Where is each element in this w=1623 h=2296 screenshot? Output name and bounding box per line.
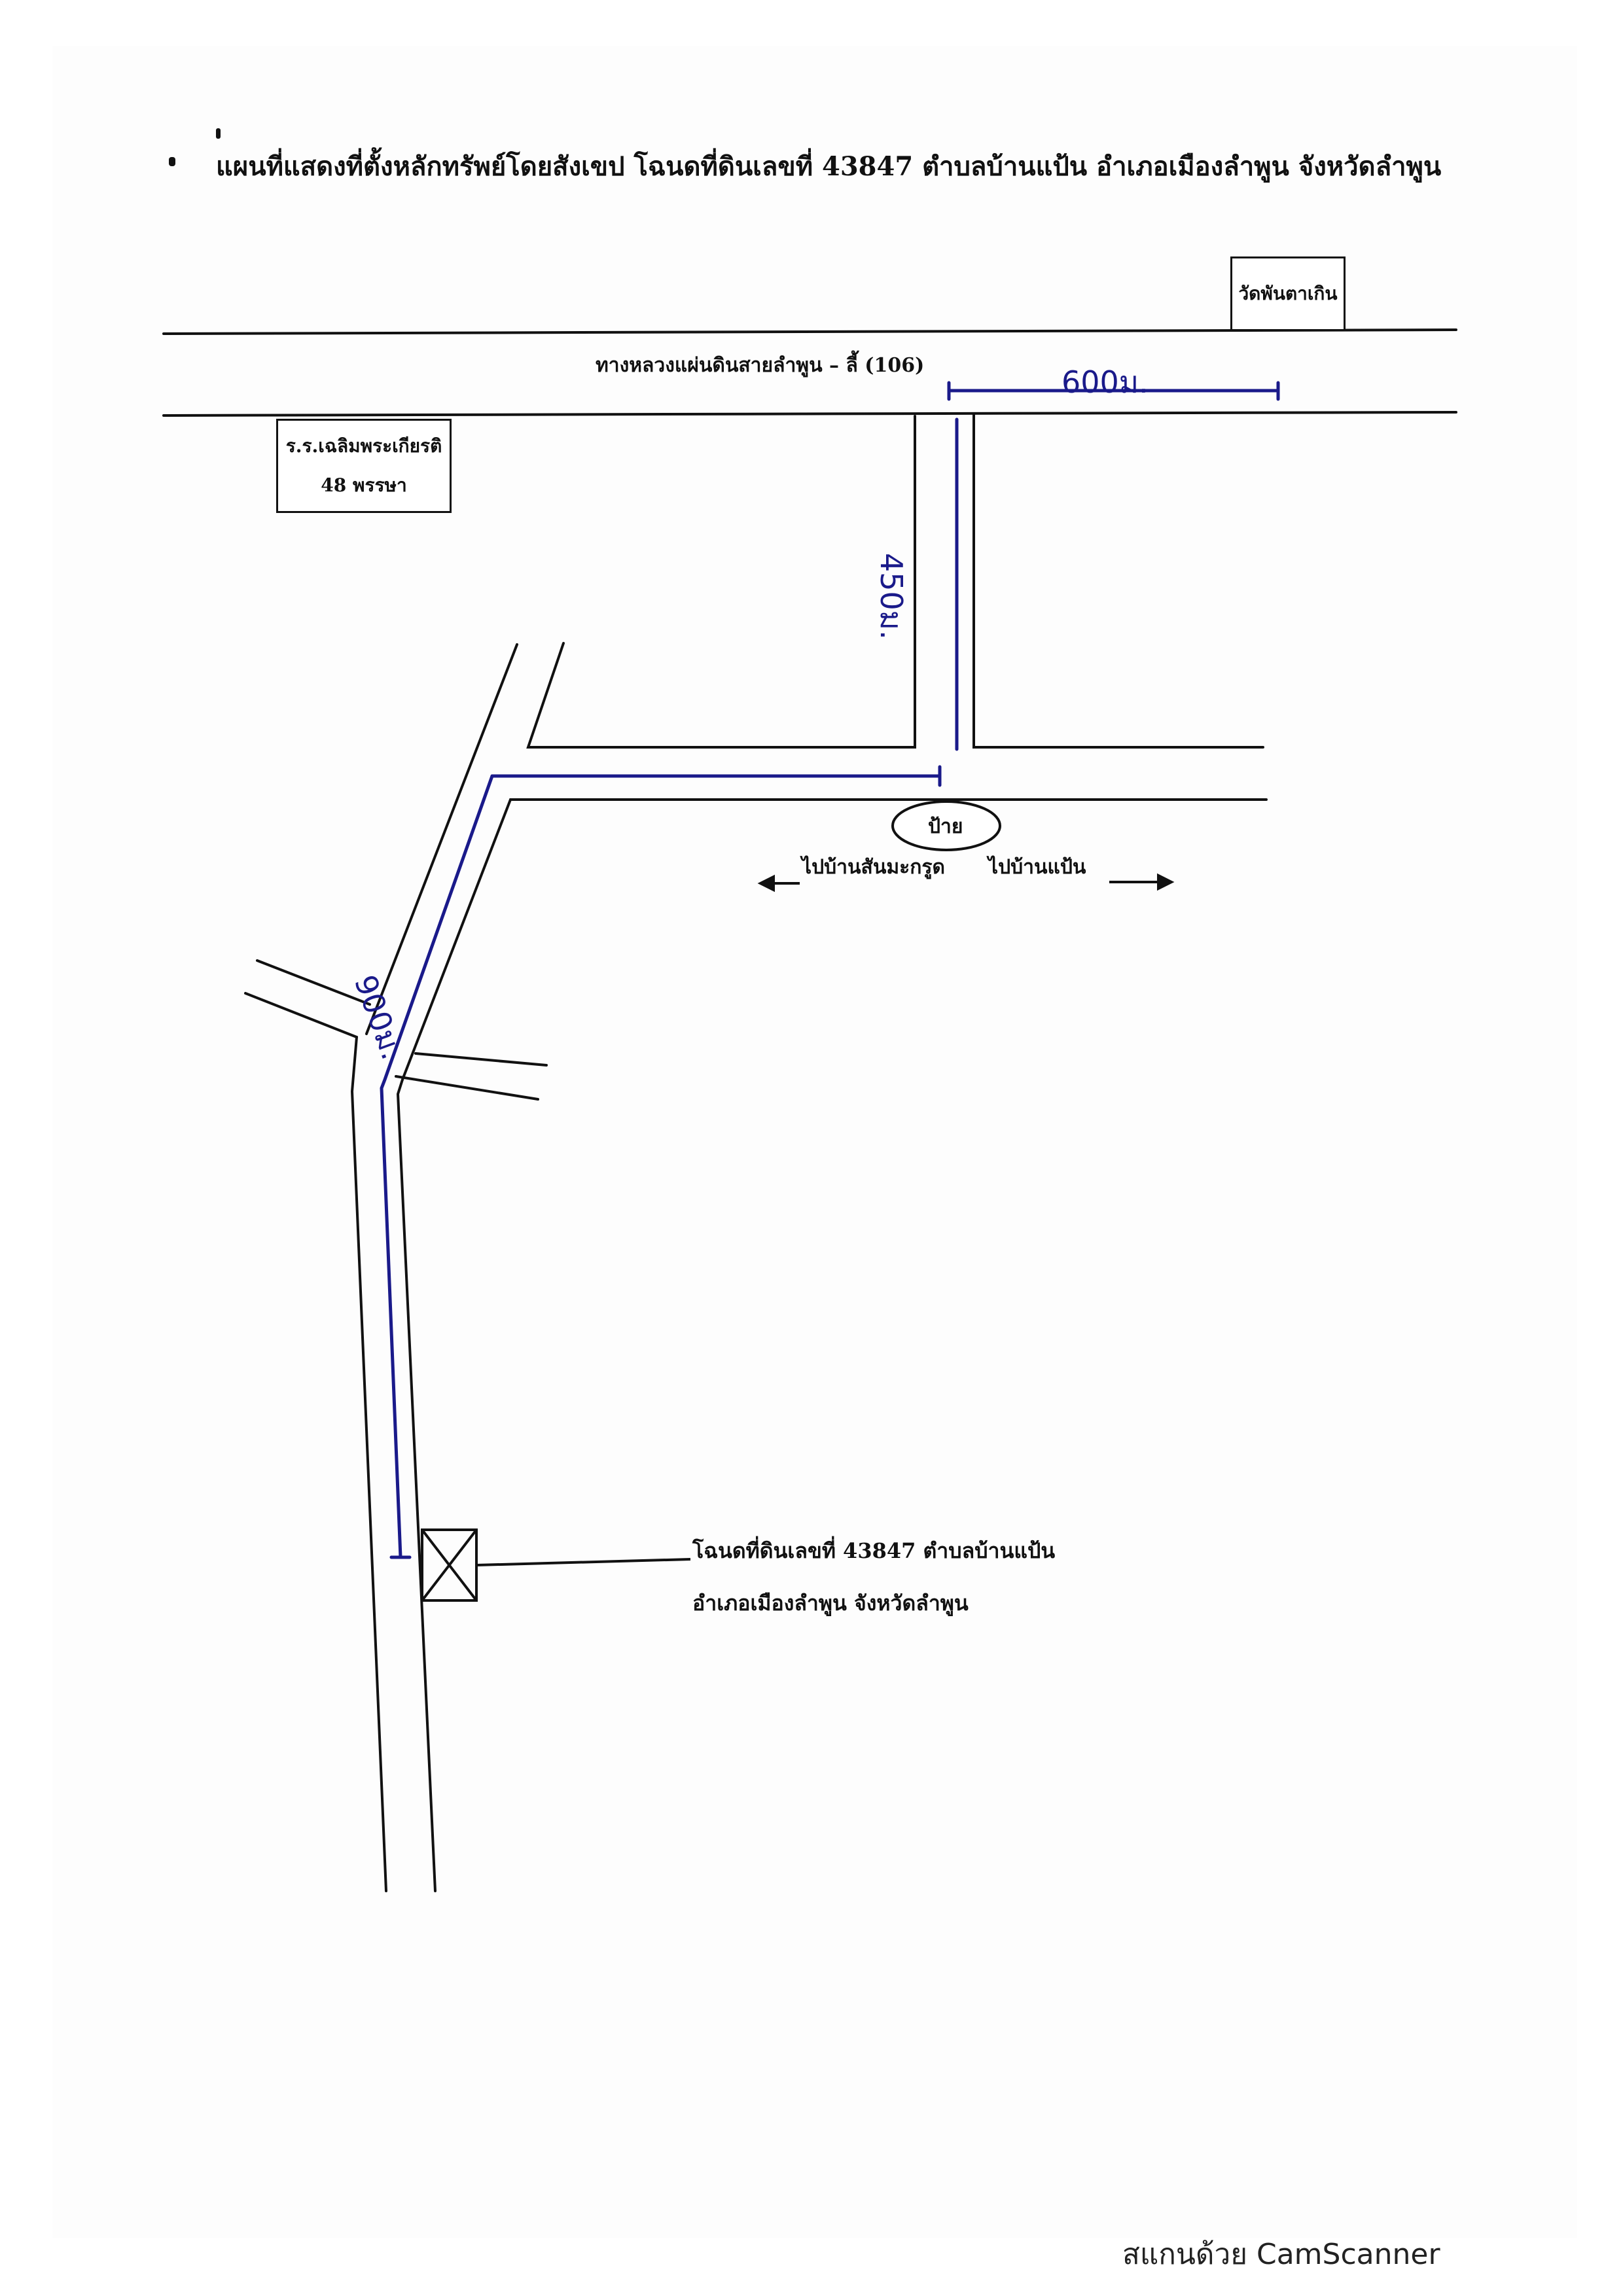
school-name-line2: 48 พรรษา [321, 474, 407, 496]
distance-450m: 450ม. [874, 553, 909, 640]
crossing-road-ne-edge-2 [395, 1075, 539, 1101]
arrow-right-icon [1157, 873, 1175, 891]
block-edge-east [972, 412, 1264, 749]
direction-right-label: ไปบ้านแป้น [988, 856, 1086, 879]
south-road-west-edge [350, 1036, 387, 1892]
map-title: แผนที่แสดงที่ตั้งหลักทรัพย์โดยสังเขป โฉน… [216, 151, 1442, 182]
deed-label-line2: อำเภอเมืองลำพูน จังหวัดลำพูน [692, 1591, 969, 1616]
route-900m-line [380, 774, 494, 1559]
direction-left-label: ไปบ้านสันมะกรูด [802, 856, 945, 879]
block-edge-west [526, 415, 916, 749]
bullet-mark-small [216, 128, 221, 139]
south-road-east-edge [396, 1078, 437, 1892]
school-label: ร.ร.เฉลิมพระเกียรติ 48 พรรษา [276, 419, 452, 513]
temple-label: วัดพันตาเกิน [1230, 256, 1346, 331]
deed-label-line1: โฉนดที่ดินเลขที่ 43847 ตำบลบ้านแป้น [692, 1538, 1056, 1563]
sign-label: ป้าย [928, 815, 963, 838]
temple-name: วัดพันตาเกิน [1238, 283, 1338, 304]
paper-sheet [52, 46, 1577, 2238]
bullet-mark [169, 157, 175, 166]
crossing-road-ne-edge-1 [414, 1052, 548, 1067]
arrow-left-icon [757, 874, 775, 892]
school-name-line1: ร.ร.เฉลิมพระเกียรติ [285, 435, 442, 457]
sign-marker [891, 800, 1001, 851]
diagonal-road-west-edge [365, 643, 518, 1035]
scanner-watermark: สแกนด้วย CamScanner [1122, 2238, 1440, 2271]
highway-south-edge [162, 411, 1457, 417]
highway-label: ทางหลวงแผ่นดินสายลำพูน – ลี้ (106) [596, 354, 925, 377]
crossing-road-nw-edge-1 [256, 959, 371, 1006]
parcel-leader-line [476, 1558, 691, 1566]
crossing-road-nw-edge-2 [244, 992, 358, 1038]
cross-road-south-edge [401, 798, 1268, 1081]
distance-600m: 600ม. [1061, 364, 1149, 400]
